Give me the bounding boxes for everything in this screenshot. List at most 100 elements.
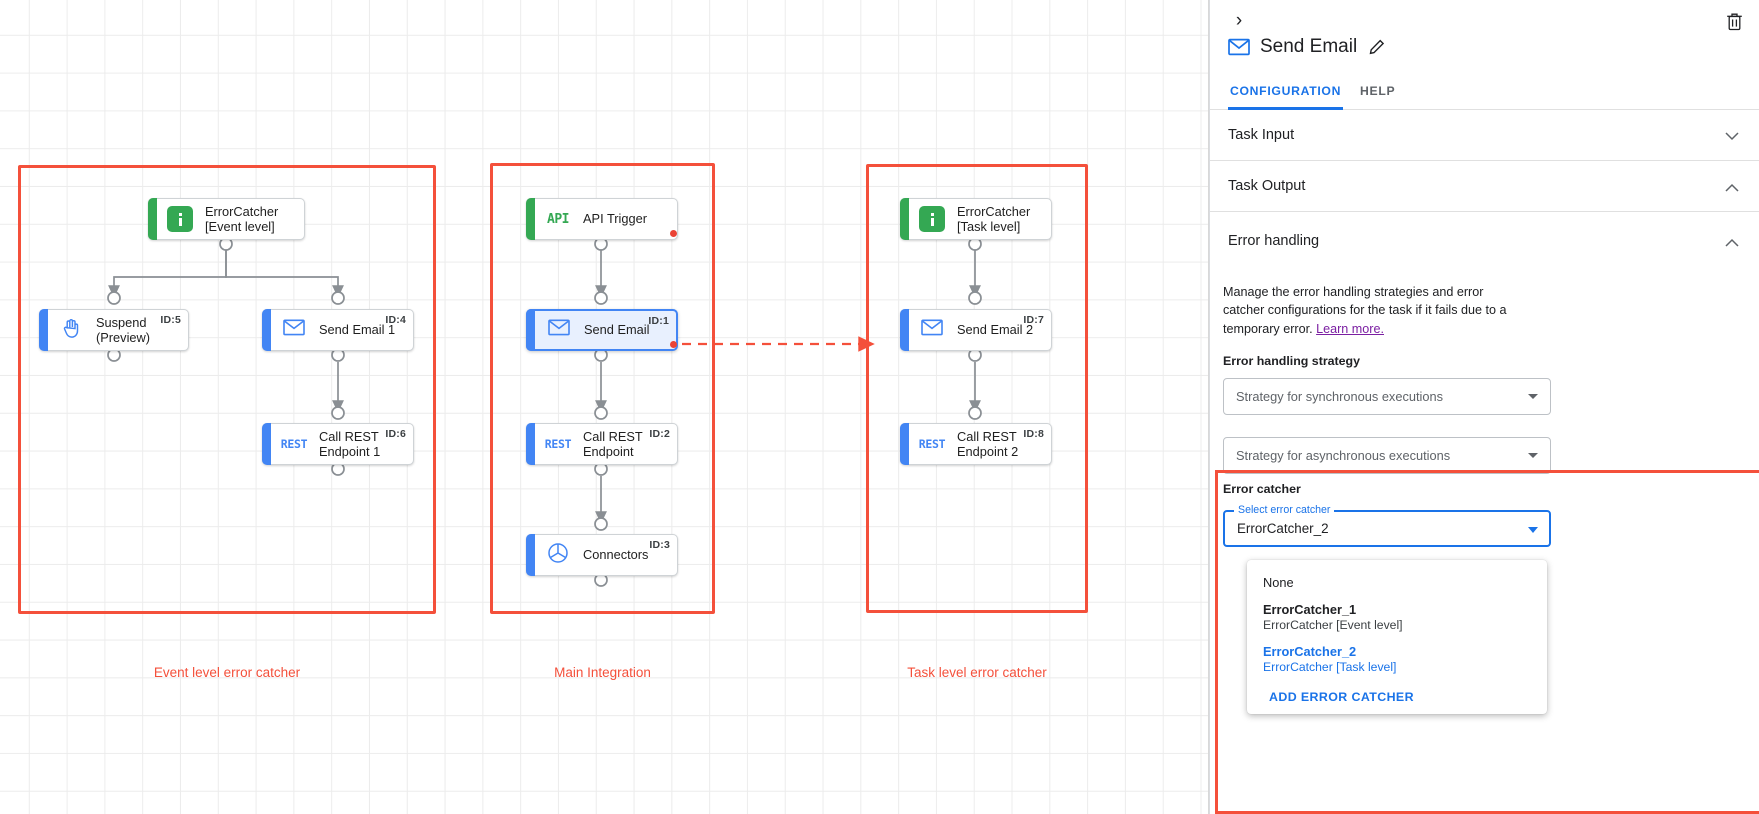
node-label: Call REST Endpoint 1 — [319, 428, 381, 459]
error-handling-description: Manage the error handling strategies and… — [1223, 283, 1523, 338]
node-id-badge: ID:7 — [1023, 314, 1044, 326]
node-id-badge: ID:1 — [648, 315, 669, 327]
dropdown-option[interactable]: None — [1247, 569, 1547, 596]
node-id-badge: ID:6 — [385, 428, 406, 440]
node-accent-bar — [262, 309, 271, 351]
flow-node-call-rest[interactable]: REST Call REST Endpoint ID:2 — [526, 423, 678, 465]
chevron-right-icon[interactable]: › — [1235, 10, 1243, 31]
node-accent-bar — [526, 534, 535, 576]
integration-canvas[interactable]: ErrorCatcher [Event level] Suspend (Previ… — [0, 0, 1209, 814]
node-label: ErrorCatcher [Event level] — [205, 203, 279, 234]
chevron-down-icon — [1528, 452, 1538, 458]
dropdown-option-primary: None — [1263, 575, 1294, 590]
node-accent-bar — [148, 198, 157, 240]
error-catcher-title: Error catcher — [1223, 482, 1301, 496]
node-id-badge: ID:3 — [649, 539, 670, 551]
chevron-up-icon[interactable] — [1725, 179, 1739, 197]
node-label: Send Email 1 — [319, 322, 396, 338]
rest-icon: REST — [918, 437, 946, 451]
group-caption: Main Integration — [554, 665, 651, 680]
panel-tabs: CONFIGURATION HELP — [1210, 78, 1759, 110]
error-catcher-select-legend: Select error catcher — [1234, 504, 1335, 516]
node-label: Connectors — [583, 547, 649, 563]
flow-node-ec-task[interactable]: ErrorCatcher [Task level] — [900, 198, 1052, 240]
task-config-panel: › Send Email — [1209, 0, 1759, 814]
async-strategy-select[interactable]: Strategy for asynchronous executions — [1223, 436, 1551, 474]
panel-title-row: Send Email — [1228, 36, 1387, 58]
error-catcher-area: Error catcher Select error catcher Error… — [1223, 482, 1743, 714]
add-error-catcher-button[interactable]: ADD ERROR CATCHER — [1269, 690, 1414, 704]
node-accent-bar — [526, 198, 535, 240]
envelope-icon — [548, 319, 570, 341]
node-label: ErrorCatcher [Task level] — [957, 203, 1031, 234]
section-error-handling-label: Error handling — [1228, 232, 1320, 249]
api-icon: API — [547, 211, 569, 227]
section-task-input-label: Task Input — [1228, 127, 1295, 143]
node-accent-bar — [900, 423, 909, 465]
section-task-output[interactable]: Task Output — [1210, 161, 1759, 212]
dropdown-option-primary: ErrorCatcher_2 — [1263, 644, 1357, 659]
tab-help[interactable]: HELP — [1360, 84, 1396, 98]
section-task-input[interactable]: Task Input — [1210, 110, 1759, 161]
learn-more-link[interactable]: Learn more. — [1316, 321, 1384, 336]
node-accent-bar — [526, 423, 535, 465]
group-caption: Task level error catcher — [907, 665, 1047, 680]
flow-node-ec-event[interactable]: ErrorCatcher [Event level] — [148, 198, 305, 240]
node-label: Suspend (Preview) — [96, 314, 151, 345]
connector-layer — [107, 237, 982, 587]
node-id-badge: ID:2 — [649, 428, 670, 440]
page-title: Send Email — [1260, 36, 1358, 57]
pencil-icon[interactable] — [1367, 37, 1387, 57]
connectors-icon — [547, 542, 569, 569]
error-catcher-icon — [167, 206, 193, 232]
hand-icon — [60, 317, 82, 344]
section-task-output-label: Task Output — [1228, 178, 1306, 194]
flow-node-call-rest-1[interactable]: REST Call REST Endpoint 1 ID:6 — [262, 423, 414, 465]
node-id-badge: ID:8 — [1023, 428, 1044, 440]
chevron-down-icon — [1528, 393, 1538, 399]
node-error-dot — [670, 341, 677, 348]
rest-icon: REST — [544, 437, 572, 451]
flow-node-call-rest-2[interactable]: REST Call REST Endpoint 2 ID:8 — [900, 423, 1052, 465]
panel-header: › Send Email — [1210, 0, 1759, 78]
node-accent-bar — [39, 309, 48, 351]
error-catcher-select[interactable]: Select error catcher ErrorCatcher_2 — [1223, 504, 1551, 547]
node-label: Call REST Endpoint 2 — [957, 428, 1019, 459]
flow-node-suspend[interactable]: Suspend (Preview) ID:5 — [39, 309, 189, 351]
sync-strategy-value: Strategy for synchronous executions — [1236, 388, 1443, 404]
dropdown-option-primary: ErrorCatcher_1 — [1263, 602, 1357, 617]
chevron-down-icon[interactable] — [1725, 128, 1739, 146]
error-handling-body: Manage the error handling strategies and… — [1210, 269, 1759, 474]
node-error-dot — [670, 230, 677, 237]
node-label: Call REST Endpoint — [583, 428, 643, 459]
envelope-icon — [283, 319, 305, 341]
envelope-icon — [921, 319, 943, 341]
chevron-up-icon[interactable] — [1725, 234, 1739, 252]
trash-icon[interactable] — [1720, 7, 1748, 35]
canvas-right-border — [1208, 0, 1209, 814]
error-catcher-icon — [919, 206, 945, 232]
sync-strategy-select[interactable]: Strategy for synchronous executions — [1223, 377, 1551, 415]
dropdown-option-sub: ErrorCatcher [Task level] — [1263, 660, 1397, 674]
node-label: API Trigger — [583, 211, 648, 227]
section-error-handling[interactable]: Error handling — [1210, 212, 1759, 269]
rest-icon: REST — [280, 437, 308, 451]
tab-configuration[interactable]: CONFIGURATION — [1228, 78, 1344, 110]
error-handling-strategy-label: Error handling strategy — [1223, 353, 1361, 368]
node-label: Send Email — [584, 322, 650, 338]
node-id-badge: ID:4 — [385, 314, 406, 326]
async-strategy-value: Strategy for asynchronous executions — [1236, 447, 1451, 463]
group-caption: Event level error catcher — [153, 665, 301, 680]
node-id-badge: ID:5 — [160, 314, 181, 326]
node-accent-bar — [526, 309, 535, 351]
chevron-down-icon — [1528, 527, 1538, 533]
flow-node-api-trigger[interactable]: API API Trigger — [526, 198, 678, 240]
node-accent-bar — [262, 423, 271, 465]
